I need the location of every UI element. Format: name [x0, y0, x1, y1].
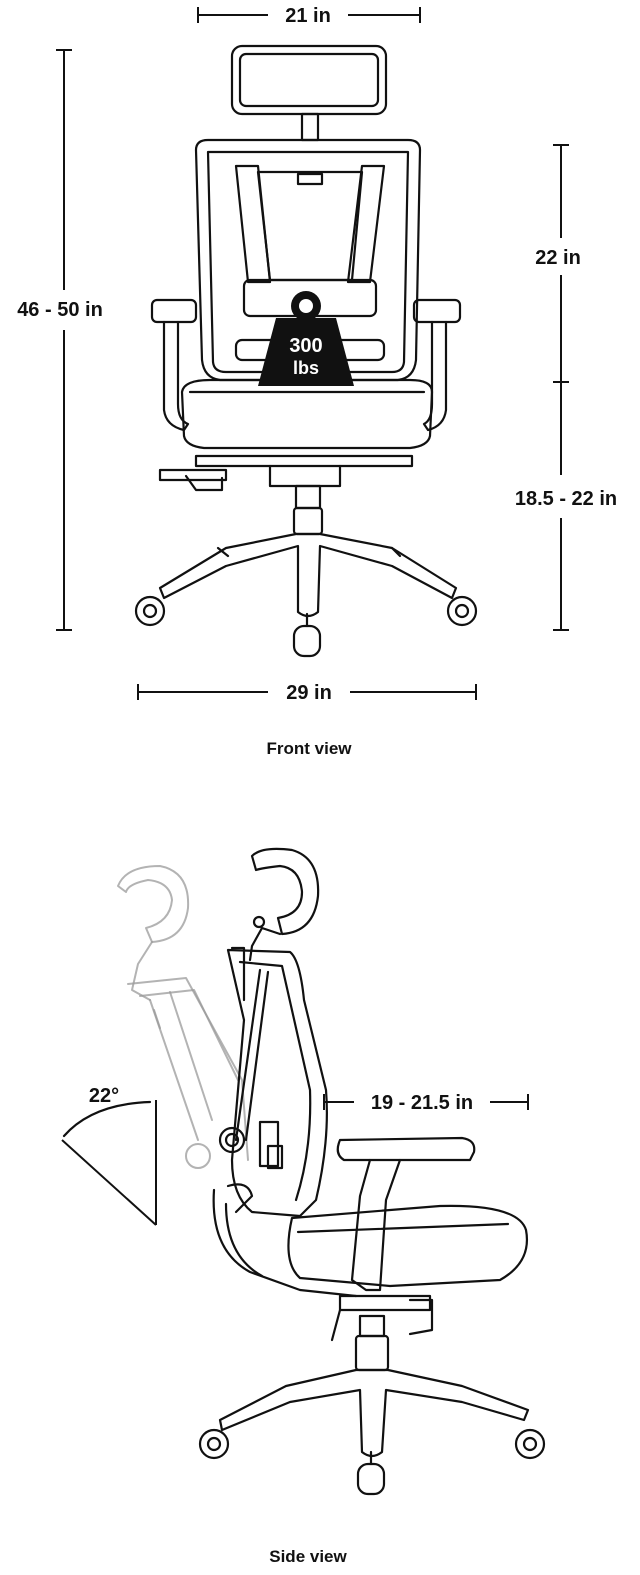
total-height-dimension: 46 - 50 in [17, 49, 103, 631]
left-armrest [150, 298, 198, 324]
side-view-caption: Side view [269, 1547, 347, 1566]
side-base-star [218, 1368, 530, 1458]
reclined-ghost-chair [117, 865, 249, 1169]
backrest-shape [194, 138, 422, 382]
seat-shape [180, 378, 434, 450]
side-armrest [336, 1136, 476, 1162]
front-view: 21 in 46 - 50 in 22 in 18.5 - 22 in [17, 5, 617, 758]
backrest-height-label: 22 in [535, 247, 581, 269]
recline-angle-indicator: 22° [61, 1085, 157, 1226]
caster-right [446, 595, 478, 627]
caster-front [292, 624, 322, 658]
weight-icon [258, 318, 354, 386]
backrest-height-dimension: 22 in [535, 144, 581, 383]
base-width-dimension: 29 in [137, 682, 477, 704]
side-seat [287, 1204, 528, 1288]
top-width-dimension: 21 in [197, 5, 421, 27]
side-headrest [250, 847, 320, 936]
base-star [158, 532, 458, 618]
front-view-caption: Front view [266, 739, 352, 758]
weight-unit: lbs [293, 358, 319, 378]
base-width-label: 29 in [286, 682, 332, 704]
side-view: 22° 19 - 21.5 in [61, 847, 546, 1566]
top-width-label: 21 in [285, 5, 331, 27]
right-armrest [412, 298, 462, 324]
weight-value: 300 [289, 335, 322, 357]
seat-depth-dimension: 19 - 21.5 in [323, 1092, 529, 1114]
side-chair-drawing [198, 847, 546, 1496]
headrest-shape [230, 44, 388, 116]
caster-left [134, 595, 166, 627]
seat-height-label: 18.5 - 22 in [515, 488, 617, 510]
side-backrest [226, 948, 328, 1218]
weight-capacity-badge: 300 lbs [258, 291, 354, 386]
total-height-label: 46 - 50 in [17, 299, 103, 321]
recline-angle-label: 22° [89, 1085, 119, 1107]
seat-height-dimension: 18.5 - 22 in [515, 382, 617, 631]
seat-depth-label: 19 - 21.5 in [371, 1092, 473, 1114]
